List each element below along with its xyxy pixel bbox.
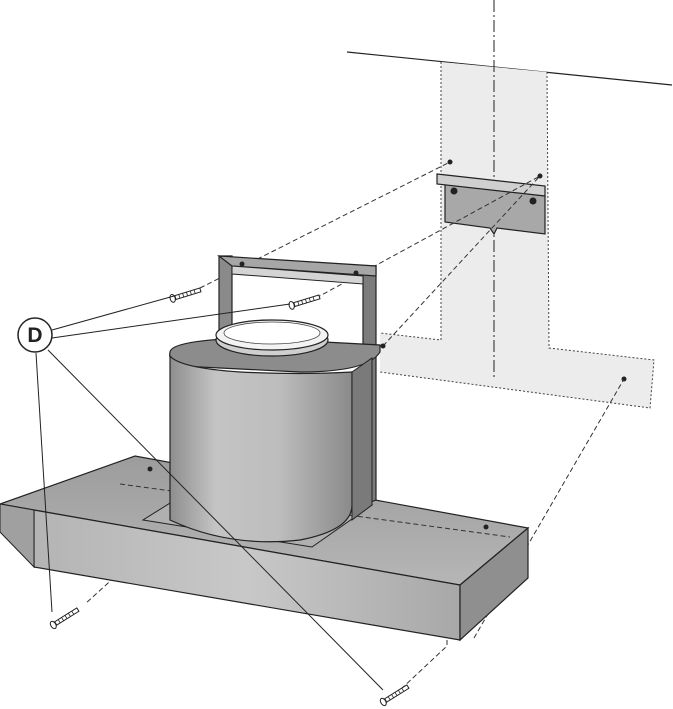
wall-hole-left — [447, 159, 453, 165]
screw-4 — [379, 684, 410, 707]
wall-area — [380, 62, 654, 408]
callout-leaders — [35, 295, 384, 691]
motor-housing — [169, 354, 353, 543]
screw-2 — [288, 294, 321, 310]
callout-d-label: D — [27, 324, 42, 347]
callout-d: D — [17, 317, 53, 353]
wall-outline — [379, 62, 442, 341]
wall-bracket — [436, 173, 546, 236]
wall-hole-right — [537, 173, 543, 179]
screw-3 — [49, 607, 80, 630]
screw-1 — [169, 287, 202, 303]
